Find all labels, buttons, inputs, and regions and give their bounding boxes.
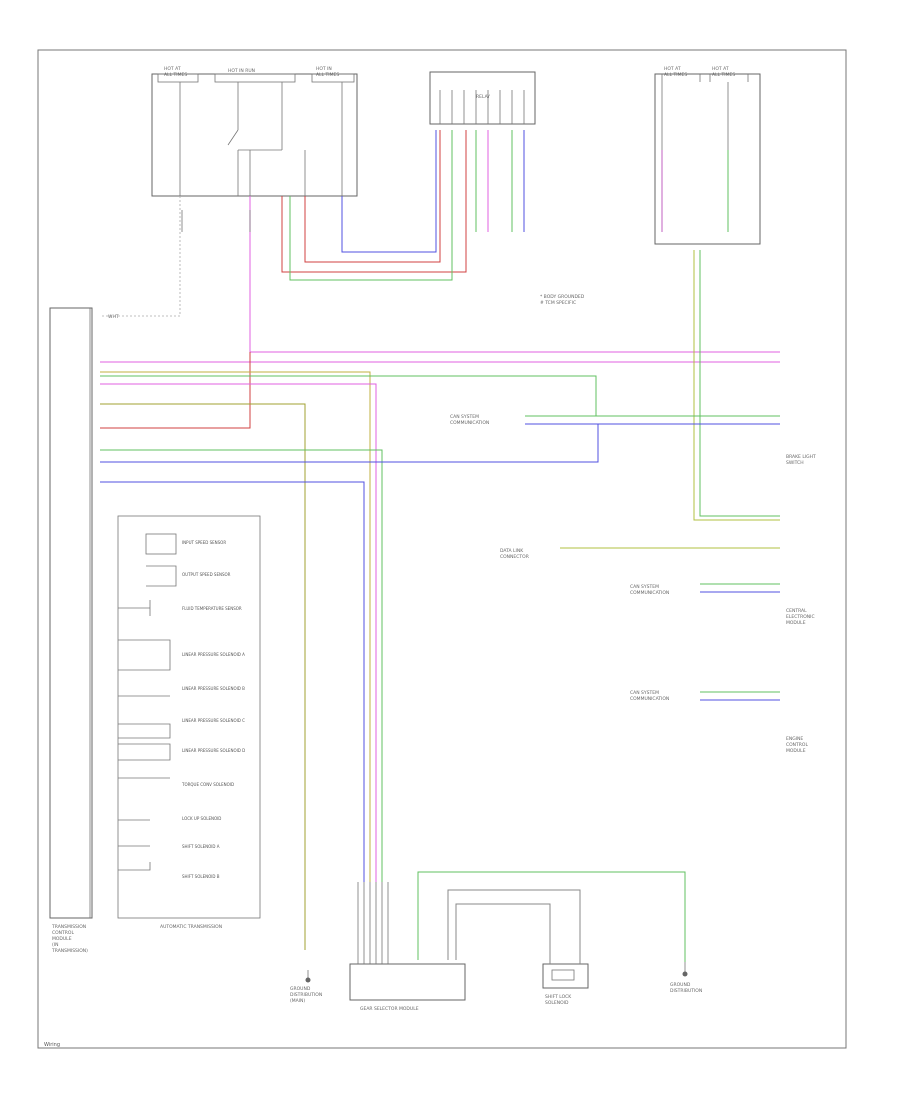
- component-label-5: LINEAR PRESSURE SOLENOID B: [182, 686, 245, 691]
- fuse-top-5-label-2: ALL TIMES: [712, 72, 735, 78]
- can-right-2-label-1: CAN SYSTEM: [630, 584, 659, 590]
- fluid-temp-sensor-shape: [118, 600, 151, 616]
- wire-gs-gray-2: [455, 903, 551, 964]
- can-right-3-label-2: COMMUNICATION: [630, 696, 669, 702]
- wire-white-label: WHT: [108, 314, 119, 320]
- cem-label-3: MODULE: [786, 620, 806, 626]
- ground-left-label-2: DISTRIBUTION: [290, 992, 322, 998]
- solenoid-c-shape: [118, 723, 171, 739]
- bcm-label-1: BRAKE LIGHT: [786, 454, 816, 460]
- ground-symbol-right: [682, 962, 688, 977]
- wire-blue-mid-2: [100, 481, 365, 882]
- component-label-7: LINEAR PRESSURE SOLENOID D: [182, 748, 245, 753]
- footer-code: Wiring: [44, 1042, 60, 1048]
- component-label-9: LOCK UP SOLENOID: [182, 816, 221, 821]
- wire-green-top-3: [289, 130, 453, 281]
- auto-trans-box: [117, 515, 261, 919]
- wire-gs-green: [417, 871, 686, 962]
- fuse-top-4-label-1: HOT AT: [664, 66, 681, 72]
- data-link-label-1: DATA LINK: [500, 548, 524, 554]
- component-label-6: LINEAR PRESSURE SOLENOID C: [182, 718, 245, 723]
- ecm-label-3: MODULE: [786, 748, 806, 754]
- fuse-top-3-label-2: ALL TIMES: [316, 72, 339, 78]
- wire-gray-dash: [100, 196, 181, 317]
- fuse-top-label-2: ALL TIMES: [164, 72, 187, 78]
- can-left-label-1: CAN SYSTEM: [450, 414, 479, 420]
- output-speed-sensor-shape: [146, 565, 177, 587]
- cem-label-2: ELECTRONIC: [786, 614, 815, 620]
- can-left-label-2: COMMUNICATION: [450, 420, 489, 426]
- tcm-label-line-5: TRANSMISSION): [51, 948, 88, 954]
- component-label-3: FLUID TEMPERATURE SENSOR: [182, 606, 242, 611]
- wire-yellow-2: [100, 403, 306, 950]
- fuse-box-left-top-2: [214, 73, 296, 83]
- fuse-box-left: [151, 73, 358, 197]
- component-label-4: LINEAR PRESSURE SOLENOID A: [182, 652, 245, 657]
- relay-label: RELAY: [476, 94, 490, 100]
- wire-pink-1: [249, 196, 780, 353]
- wire-red-2: [304, 130, 441, 263]
- wire-green-vertical-r: [699, 250, 780, 517]
- fuse-top-5-label-1: HOT AT: [712, 66, 729, 72]
- connector-top-center: [429, 71, 536, 125]
- shift-lock-label-2: SOLENOID: [545, 1000, 569, 1006]
- can-right-3-label-1: CAN SYSTEM: [630, 690, 659, 696]
- fuse-top-2-label-1: HOT IN RUN: [228, 68, 255, 74]
- shift-solenoid-b-shape: [118, 862, 151, 871]
- note-bottom-2: # TCM SPECIFIC: [540, 300, 576, 306]
- tcm-block: [49, 307, 93, 919]
- solenoid-a-shape: [118, 639, 171, 671]
- gear-selector-label: GEAR SELECTOR MODULE: [360, 1006, 419, 1012]
- shift-lock-label-1: SHIFT LOCK: [545, 994, 572, 1000]
- cem-label-1: CENTRAL: [786, 608, 807, 614]
- component-label-10: SHIFT SOLENOID A: [182, 844, 220, 849]
- ecm-label-1: ENGINE: [786, 736, 803, 742]
- fuse-box-left-top-3: [311, 73, 355, 83]
- wire-green-mid-1: [100, 375, 780, 417]
- tcm-label-line-2: CONTROL: [52, 930, 74, 936]
- wire-pink-mid: [100, 383, 377, 882]
- wire-yelgrn-vertical: [693, 250, 780, 521]
- wire-green-mid-2: [100, 449, 383, 882]
- fuse-top-label-1: HOT AT: [164, 66, 181, 72]
- ground-left-label-1: GROUND: [290, 986, 311, 992]
- wire-red-1: [281, 130, 467, 273]
- solenoid-d-shape: [118, 743, 171, 761]
- component-label-2: OUTPUT SPEED SENSOR: [182, 572, 231, 577]
- ground-left-label-3: (MAIN): [290, 998, 305, 1004]
- wire-blue-mid-1: [100, 423, 780, 463]
- bcm-label-2: SWITCH: [786, 460, 804, 466]
- ecm-label-2: CONTROL: [786, 742, 808, 748]
- diagram-frame: [37, 49, 847, 1049]
- wire-gs-gray-1: [447, 889, 581, 964]
- wire-blue-top: [341, 130, 437, 253]
- data-link-label-2: CONNECTOR: [500, 554, 529, 560]
- module-top-right: [654, 73, 761, 245]
- component-label-1: INPUT SPEED SENSOR: [182, 540, 226, 545]
- ground-right-label-2: DISTRIBUTION: [670, 988, 702, 994]
- wire-red-3: [100, 352, 251, 429]
- tcm-label-line-4: (IN: [52, 942, 58, 948]
- input-speed-sensor-box: [145, 533, 177, 555]
- component-label-11: SHIFT SOLENOID B: [182, 874, 220, 879]
- tcm-label: TRANSMISSION CONTROL MODULE (IN TRANSMIS…: [51, 924, 88, 954]
- tcm-label-line-3: MODULE: [52, 936, 72, 942]
- note-bottom-1: * BODY GROUNDED: [540, 294, 585, 300]
- auto-trans-label: AUTOMATIC TRANSMISSION: [160, 924, 222, 930]
- component-label-8: TORQUE CONV SOLENOID: [181, 782, 234, 787]
- shift-lock-box: [542, 963, 589, 989]
- fuse-top-4-label-2: ALL TIMES: [664, 72, 687, 78]
- tcm-label-line-1: TRANSMISSION: [51, 924, 86, 930]
- ground-right-label-1: GROUND: [670, 982, 691, 988]
- shift-lock-inner: [551, 969, 575, 981]
- wire-yellow-1: [100, 371, 371, 882]
- can-right-2-label-2: COMMUNICATION: [630, 590, 669, 596]
- fuse-top-3-label-1: HOT IN: [316, 66, 332, 72]
- gear-selector-box: [349, 963, 466, 1001]
- fuse-box-left-top: [157, 73, 199, 83]
- ground-symbol-left: [305, 970, 311, 983]
